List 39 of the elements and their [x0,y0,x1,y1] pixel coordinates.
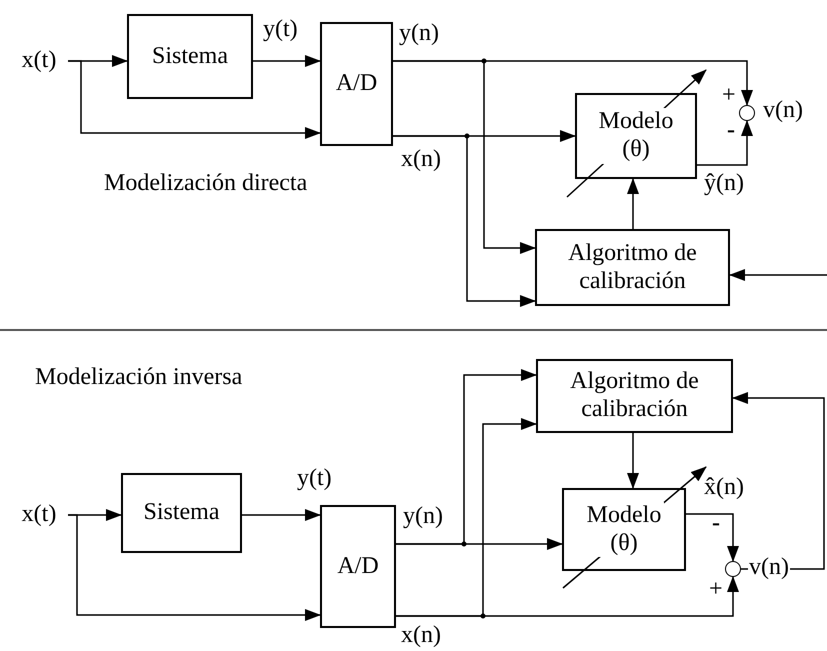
edge-label: x(n) [400,622,442,648]
connector-arrow [253,55,321,67]
connector-arrow [396,369,537,545]
connector-arrow [627,178,639,229]
connector-arrow [396,418,537,617]
algorithm-block: Algoritmo de calibración [535,229,730,306]
connector-arrow [393,135,536,307]
edge-label: y(n) [402,503,444,530]
plus-sign: + [722,82,736,108]
connector-arrow [393,60,536,254]
algorithm-block: Algoritmo de calibración [536,359,733,433]
system-block: Sistema [127,14,253,99]
converter-block: A/D [320,505,396,628]
system-block: Sistema [121,473,242,553]
edge-label: y(t) [296,465,333,492]
summing-junction [739,105,755,121]
model-block: Modelo (θ) [575,93,697,179]
edge-label: y(t) [262,16,299,42]
edge-label: x(n) [400,146,442,172]
connector-arrow [697,120,753,166]
connector-arrow [686,513,739,562]
connector-arrow [68,60,321,139]
edge-label: x̂(n) [703,474,745,500]
minus-sign: - [727,117,735,144]
converter-block: A/D [320,22,393,146]
connector-arrow [627,433,639,489]
edge-label: v(n) [748,554,790,580]
minus-sign: - [712,510,720,536]
connector-arrow [242,509,321,521]
plus-sign: + [709,576,723,602]
edge-label: ŷ(n) [703,170,745,196]
section-heading: Modelización directa [104,170,308,196]
model-block: Modelo (θ) [562,488,686,571]
signal-label: v(n) [763,97,803,124]
connector-arrow [68,514,321,621]
summing-junction [725,561,741,577]
connector-arrow [729,269,827,281]
edge-label: y(n) [398,20,440,46]
section-heading: Modelización inversa [35,364,242,390]
